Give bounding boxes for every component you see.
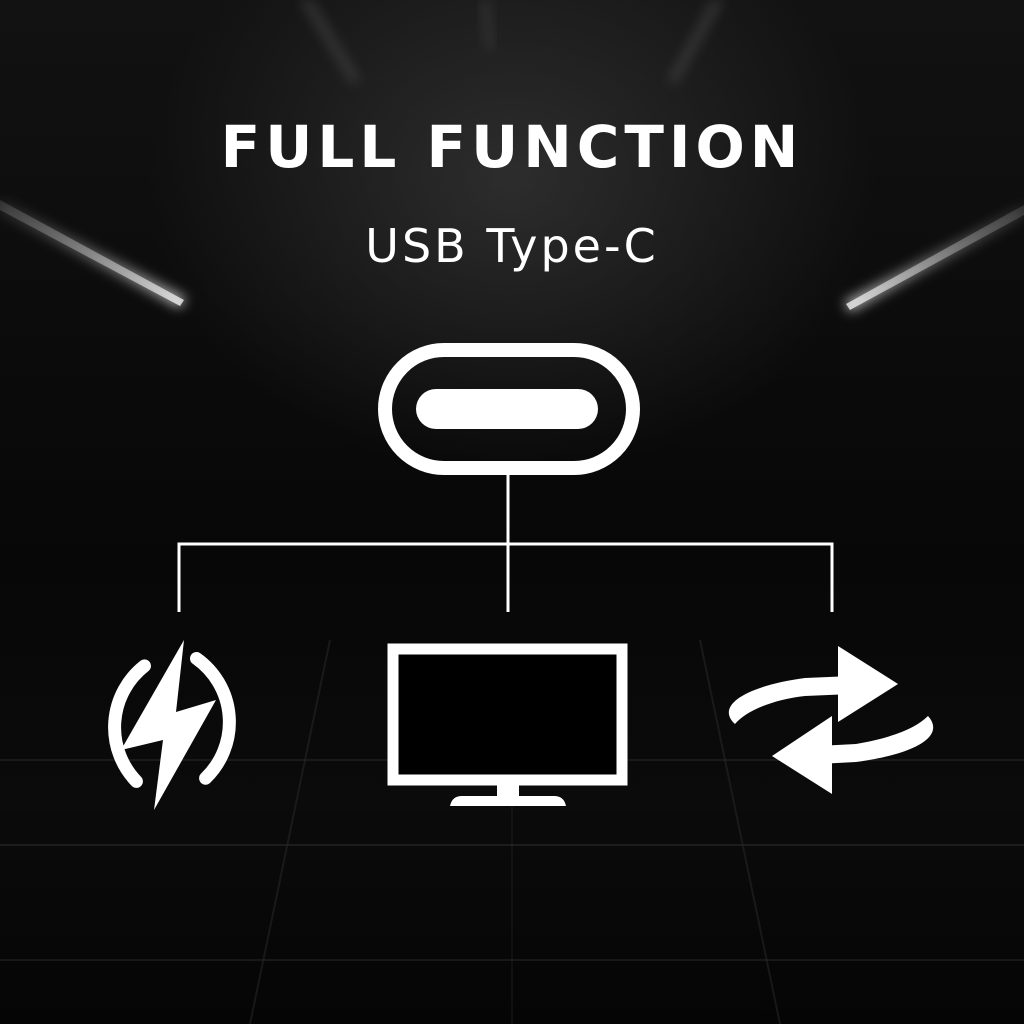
ceiling-light-strips bbox=[0, 0, 1024, 312]
data-sync-icon bbox=[728, 646, 934, 794]
usb-c-port-icon bbox=[378, 343, 640, 475]
display-monitor-icon bbox=[387, 643, 628, 806]
connector-lines bbox=[177, 474, 834, 612]
power-charging-icon bbox=[108, 640, 236, 810]
title: FULL FUNCTION bbox=[220, 113, 804, 181]
subtitle: USB Type-C bbox=[365, 219, 659, 273]
